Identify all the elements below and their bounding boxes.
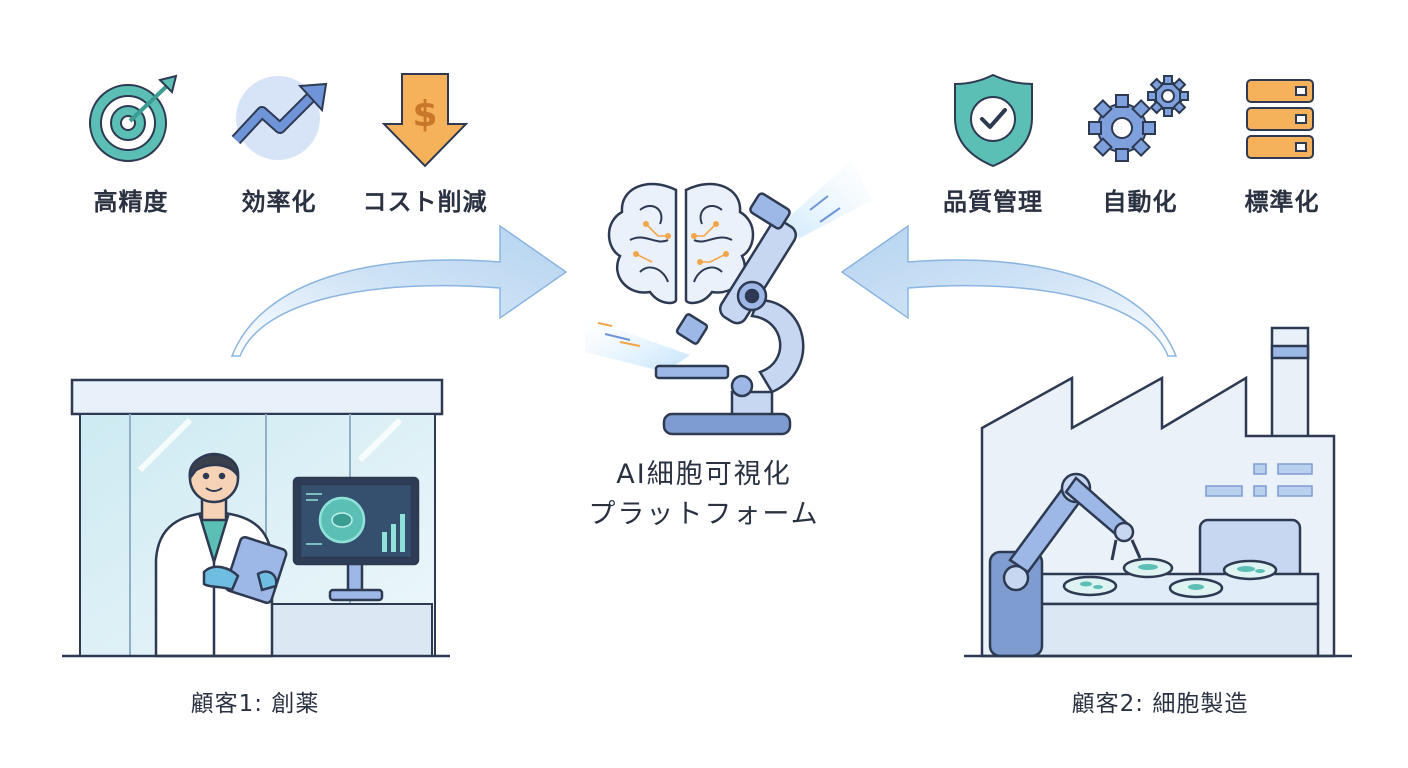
shield-check-icon: [954, 73, 1033, 168]
customer-label-cell-manufacturing: 顧客2: 細胞製造: [1071, 691, 1249, 717]
benefit-label-cost-reduction: コスト削減: [362, 188, 488, 216]
monitor-icon: [292, 476, 420, 602]
benefit-label-accuracy: 高精度: [93, 188, 169, 216]
customer-label-drug-discovery: 顧客1: 創薬: [190, 691, 320, 717]
gears-icon: [1088, 75, 1189, 162]
brain-icon: [607, 182, 755, 305]
factory-scene: [964, 326, 1352, 658]
benefit-label-quality-control: 品質管理: [943, 188, 1043, 216]
scientist-figure: [154, 452, 288, 658]
robot-arm: [988, 472, 1142, 658]
svg-text:$: $: [412, 94, 437, 135]
dollar-down-icon: $: [381, 73, 469, 168]
stack-icon: [1246, 79, 1314, 159]
platform-title-line1: AI細胞可視化: [616, 459, 792, 490]
benefit-label-automation: 自動化: [1102, 188, 1178, 216]
light-beams: [585, 160, 872, 372]
platform-title-line2: プラットフォーム: [588, 499, 820, 530]
benefit-label-efficiency: 効率化: [241, 188, 317, 216]
left-curved-arrow: [230, 224, 568, 357]
trend-up-icon: [231, 76, 328, 160]
target-icon: [89, 74, 178, 162]
microscope-icon: [654, 192, 805, 436]
benefit-label-standardization: 標準化: [1244, 188, 1320, 216]
lab-scene: [62, 378, 450, 658]
right-curved-arrow: [840, 224, 1178, 357]
